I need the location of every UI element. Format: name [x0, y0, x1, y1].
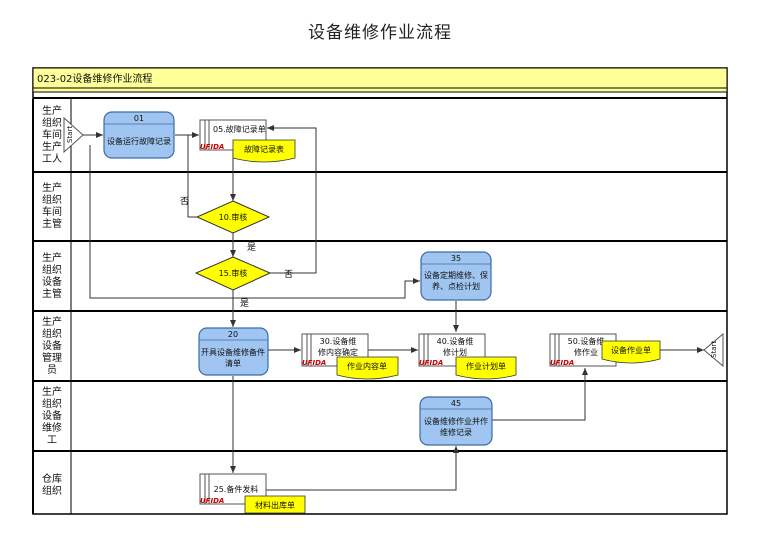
- document-step-25[interactable]: 25.备件发料 UFIDA 材料出库单: [199, 473, 306, 514]
- edge-label-yes: 是: [247, 242, 256, 253]
- ufida-logo: UFIDA: [419, 359, 443, 367]
- svg-text:Start: Start: [710, 341, 718, 358]
- document-shape: [336, 356, 399, 380]
- document-step-30[interactable]: 30.设备维修内容确定 UFIDA 作业内容单: [301, 333, 399, 380]
- connectors: [83, 125, 704, 491]
- svg-text:50.设备维修作业: 50.设备维修作业: [568, 336, 605, 357]
- svg-text:开具设备维修备件清单: 开具设备维修备件清单: [201, 347, 265, 368]
- svg-text:10.审核: 10.审核: [219, 212, 248, 222]
- lane-label-equipment-supervisor: 生产组织设备主管: [42, 251, 62, 300]
- svg-text:20: 20: [228, 330, 238, 339]
- process-node-45[interactable]: 45 设备维修作业并作维修记录: [419, 396, 493, 446]
- document-shape: [455, 356, 517, 380]
- edge-label-no: 否: [284, 269, 293, 280]
- document-label: 故障记录表: [244, 144, 284, 154]
- process-node-35[interactable]: 35 设备定期维修、保养、点检计划: [420, 251, 492, 301]
- svg-text:15.审核: 15.审核: [219, 268, 248, 278]
- ufida-logo: UFIDA: [302, 359, 326, 367]
- edge-label-yes: 是: [240, 298, 249, 309]
- svg-text:35: 35: [451, 254, 461, 263]
- document-label: 材料出库单: [255, 500, 295, 510]
- lane-label-maintenance-worker: 生产组织设备维修工: [42, 385, 62, 446]
- lane-label-warehouse: 仓库组织: [42, 472, 62, 497]
- ufida-logo: UFIDA: [200, 143, 224, 151]
- decision-node-15[interactable]: 15.审核: [194, 256, 272, 291]
- lane-label-production-worker: 生产组织车间生产工人: [42, 104, 62, 165]
- diagram-header: 023-02设备维修作业流程: [37, 72, 152, 85]
- svg-text:25.备件发料: 25.备件发料: [214, 484, 259, 494]
- document-shape: [232, 139, 296, 163]
- svg-text:设备运行故障记录: 设备运行故障记录: [107, 136, 171, 146]
- document-shape: [601, 340, 661, 364]
- lane-label-equipment-admin: 生产组织设备管理员: [42, 315, 62, 376]
- document-step-05[interactable]: 05.故障记录单 UFIDA 故障记录表: [199, 119, 296, 163]
- ufida-logo: UFIDA: [550, 359, 574, 367]
- edge-label-no: 否: [180, 196, 189, 207]
- svg-text:设备定期维修、保养、点检计划: 设备定期维修、保养、点检计划: [424, 270, 488, 291]
- svg-text:Start: Start: [66, 126, 74, 143]
- process-node-01[interactable]: 01 设备运行故障记录: [103, 111, 175, 159]
- decision-node-10[interactable]: 10.审核: [195, 200, 271, 234]
- document-label: 作业内容单: [347, 361, 387, 371]
- page-title: 设备维修作业流程: [308, 23, 452, 43]
- svg-text:45: 45: [451, 399, 461, 408]
- svg-text:40.设备维修计划: 40.设备维修计划: [437, 336, 474, 357]
- process-node-20[interactable]: 20 开具设备维修备件清单: [198, 327, 269, 376]
- document-step-50[interactable]: 50.设备维修作业 UFIDA 设备作业单: [549, 333, 661, 367]
- end-terminator: Start: [703, 332, 724, 368]
- svg-text:01: 01: [134, 114, 144, 123]
- document-step-40[interactable]: 40.设备维修计划 UFIDA 作业计划单: [418, 333, 517, 380]
- svg-text:05.故障记录单: 05.故障记录单: [213, 124, 266, 134]
- ufida-logo: UFIDA: [200, 497, 224, 505]
- svg-text:30.设备维修内容确定: 30.设备维修内容确定: [318, 336, 358, 357]
- start-terminator: Start: [63, 116, 84, 154]
- lane-label-workshop-supervisor: 生产组织车间主管: [42, 181, 62, 230]
- document-label: 作业计划单: [466, 361, 506, 371]
- svg-text:设备维修作业并作维修记录: 设备维修作业并作维修记录: [424, 416, 488, 437]
- document-label: 设备作业单: [611, 345, 651, 355]
- document-shape: [244, 495, 306, 514]
